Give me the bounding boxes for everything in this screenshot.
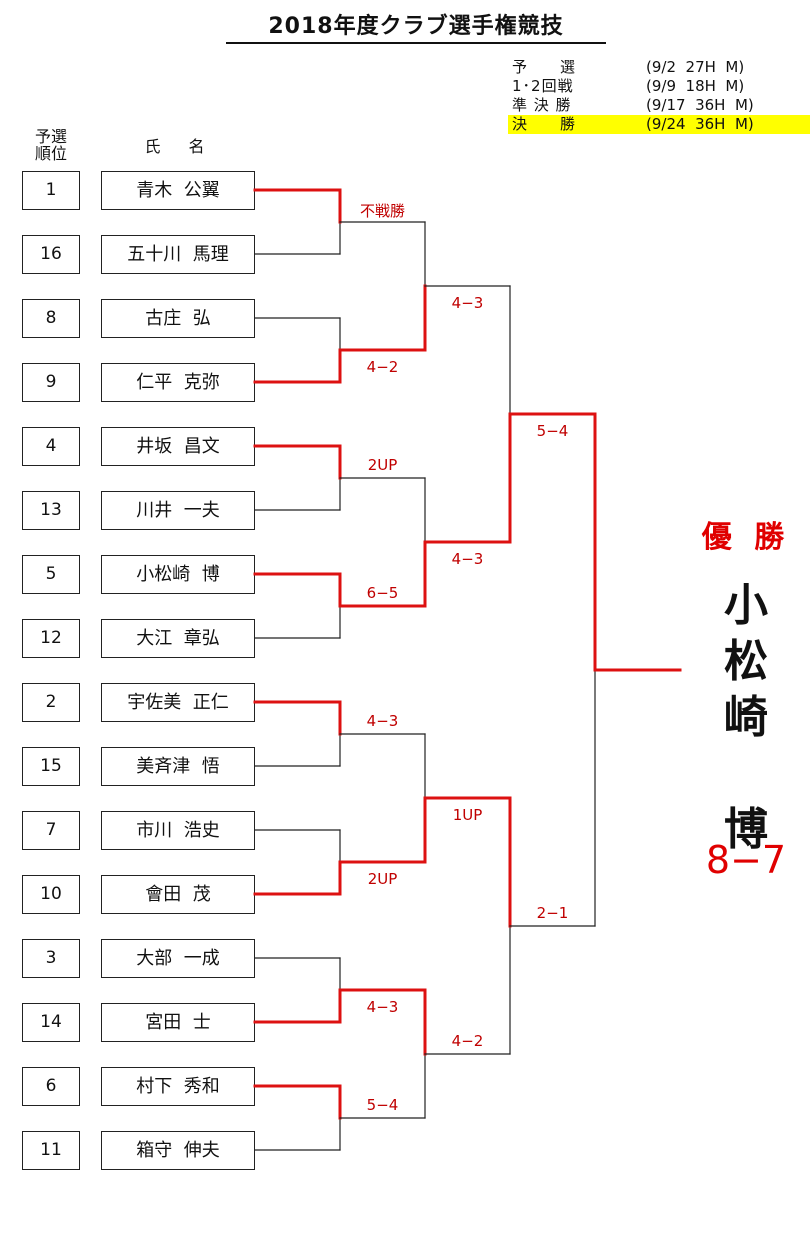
player-name: 五十川 馬理 (101, 234, 255, 274)
final-score: 8−7 (705, 838, 787, 882)
seed-rank: 4 (22, 426, 80, 466)
schedule-round: 1･2回戦 (512, 77, 574, 95)
seed-rank: 1 (22, 170, 80, 210)
schedule-row: 準 決 勝 (9/17 36H M) (508, 96, 810, 115)
match-score: 4−2 (366, 358, 399, 376)
match-score: 4−2 (451, 1032, 484, 1050)
match-score: 4−3 (366, 712, 399, 730)
page-title: 2018年度クラブ選手権競技 (226, 8, 606, 44)
schedule-date: (9/9 18H M) (646, 77, 745, 95)
schedule-panel: 予 選 (9/2 27H M) 1･2回戦 (9/9 18H M) 準 決 勝 … (508, 58, 810, 134)
schedule-round: 決 勝 (512, 115, 577, 133)
seed-rank: 13 (22, 490, 80, 530)
match-score: 5−4 (536, 422, 569, 440)
player-name: 市川 浩史 (101, 810, 255, 850)
player-name: 大部 一成 (101, 938, 255, 978)
seed-rank: 11 (22, 1130, 80, 1170)
seed-rank: 8 (22, 298, 80, 338)
seed-rank: 9 (22, 362, 80, 402)
match-score: 5−4 (366, 1096, 399, 1114)
schedule-date: (9/17 36H M) (646, 96, 754, 114)
schedule-row-final: 決 勝 (9/24 36H M) (508, 115, 810, 134)
match-score: 6−5 (366, 584, 399, 602)
schedule-date: (9/24 36H M) (646, 115, 754, 133)
match-score: 2UP (367, 456, 398, 474)
match-score: 不戦勝 (359, 202, 405, 220)
player-name: 井坂 昌文 (101, 426, 255, 466)
player-name: 大江 章弘 (101, 618, 255, 658)
player-name: 村下 秀和 (101, 1066, 255, 1106)
schedule-row: 1･2回戦 (9/9 18H M) (508, 77, 810, 96)
champion-name: 小 松 崎 博 (724, 580, 768, 855)
player-name: 宇佐美 正仁 (101, 682, 255, 722)
name-header-text: 氏 名 (144, 137, 211, 156)
schedule-date: (9/2 27H M) (646, 58, 745, 76)
match-score: 4−3 (451, 294, 484, 312)
player-name: 古庄 弘 (101, 298, 255, 338)
player-name: 箱守 伸夫 (101, 1130, 255, 1170)
match-score: 2UP (367, 870, 398, 888)
seed-rank: 6 (22, 1066, 80, 1106)
seed-rank: 2 (22, 682, 80, 722)
player-name: 小松崎 博 (101, 554, 255, 594)
seed-rank: 15 (22, 746, 80, 786)
player-name: 川井 一夫 (101, 490, 255, 530)
seed-rank: 5 (22, 554, 80, 594)
seed-rank: 12 (22, 618, 80, 658)
schedule-round: 予 選 (512, 58, 577, 76)
match-score: 4−3 (366, 998, 399, 1016)
seed-rank: 10 (22, 874, 80, 914)
seed-column-header: 予選 順位 (22, 128, 80, 162)
seed-rank: 16 (22, 234, 80, 274)
name-column-header: 氏 名 (100, 138, 255, 155)
champion-label: 優 勝 (701, 520, 791, 555)
schedule-row: 予 選 (9/2 27H M) (508, 58, 810, 77)
player-name: 美斉津 悟 (101, 746, 255, 786)
player-name: 仁平 克弥 (101, 362, 255, 402)
seed-rank: 3 (22, 938, 80, 978)
match-score: 2−1 (536, 904, 569, 922)
match-score: 4−3 (451, 550, 484, 568)
player-name: 會田 茂 (101, 874, 255, 914)
schedule-round: 準 決 勝 (512, 96, 572, 114)
seed-header-text: 予選 順位 (34, 127, 67, 163)
seed-rank: 14 (22, 1002, 80, 1042)
seed-rank: 7 (22, 810, 80, 850)
match-score: 1UP (452, 806, 483, 824)
